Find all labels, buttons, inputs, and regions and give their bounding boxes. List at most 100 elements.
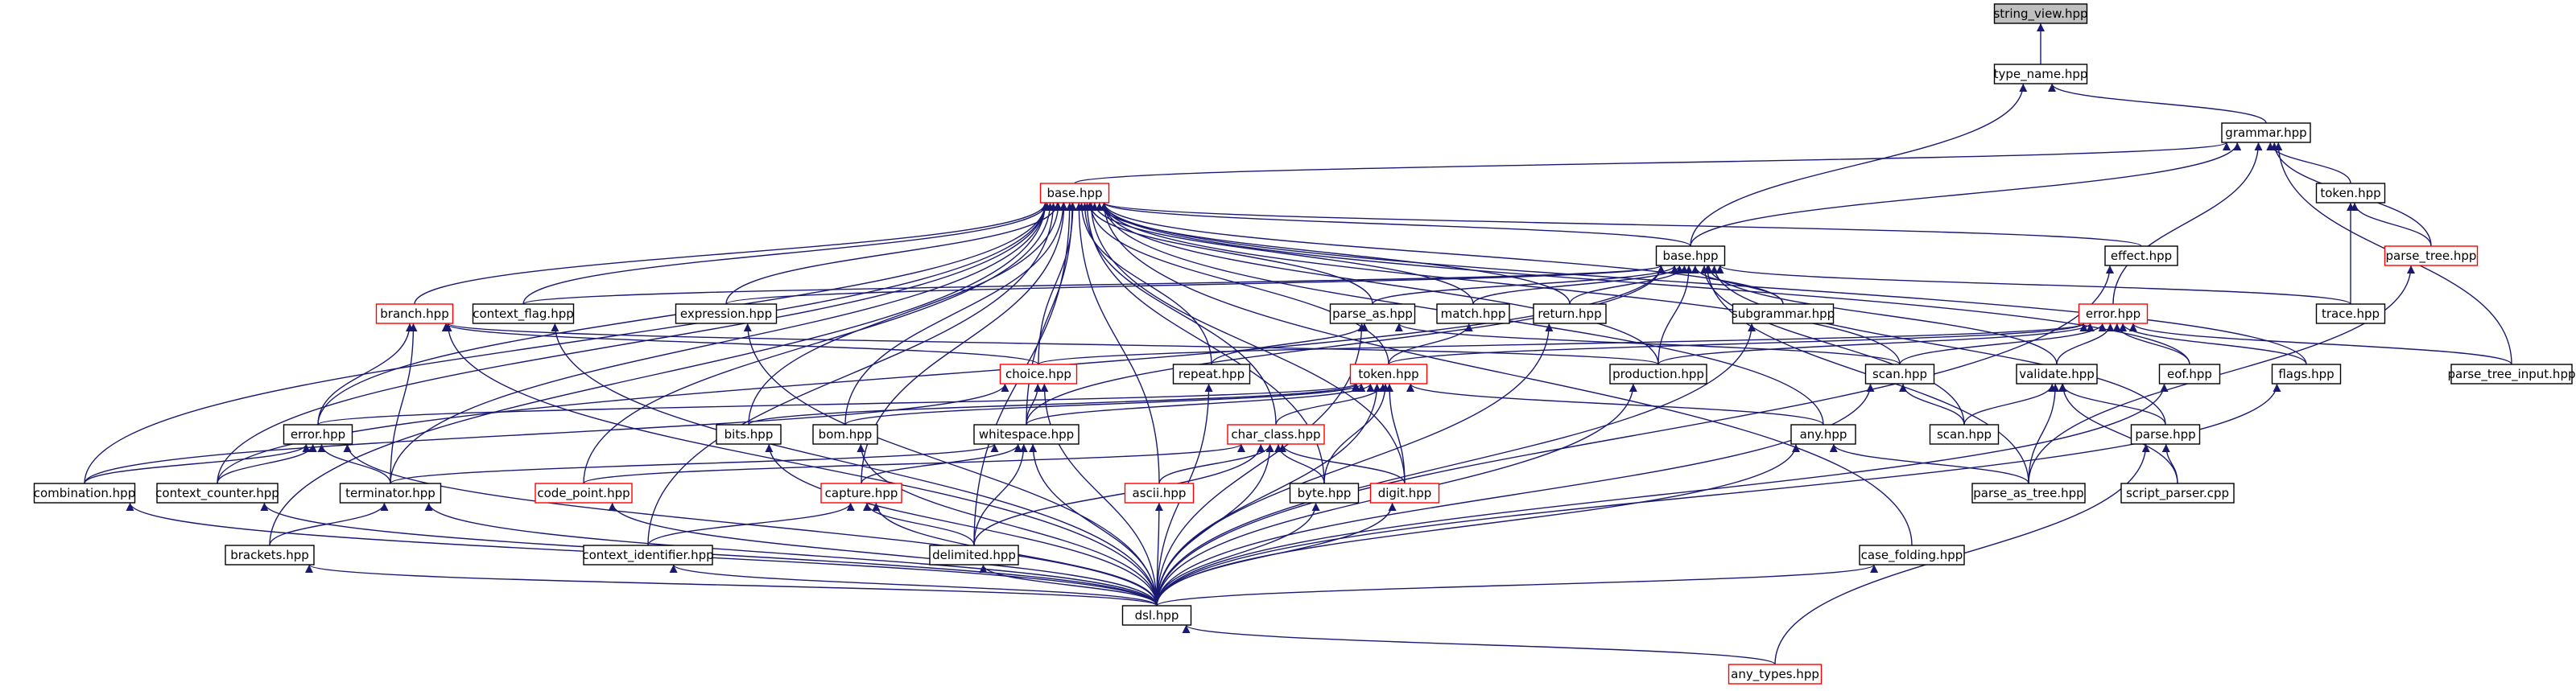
node-case-folding[interactable]: case_folding.hpp — [1859, 545, 1965, 566]
node-box — [2104, 245, 2178, 266]
node-code-point[interactable]: code_point.hpp — [535, 483, 633, 504]
node-parse-tree-input[interactable]: parse_tree_input.hpp — [2447, 364, 2576, 385]
edge-context_flag-to-base_dsl — [522, 202, 1051, 305]
node-flags[interactable]: flags.hpp — [2271, 364, 2342, 385]
node-label: validate.hpp — [2019, 367, 2095, 381]
edge-scan_dsl-to-error — [1899, 323, 2107, 365]
node-box — [33, 483, 136, 504]
node-combination[interactable]: combination.hpp — [33, 483, 136, 504]
node-context-counter[interactable]: context_counter.hpp — [155, 483, 279, 504]
node-byte[interactable]: byte.hpp — [1289, 483, 1360, 504]
node-label: dsl.hpp — [1135, 608, 1179, 623]
node-box — [583, 545, 713, 566]
edge-combination-to-error_dsl — [84, 443, 311, 484]
edge-return-to-base_action — [1569, 265, 1689, 305]
edge-parse-to-base_action — [1710, 265, 2166, 426]
node-base-dsl[interactable]: base.hpp — [1039, 183, 1110, 204]
node-scan-action[interactable]: scan.hpp — [1929, 424, 2000, 445]
edge-char_class-to-token_dsl — [1275, 383, 1387, 426]
node-script-parser[interactable]: script_parser.cpp — [2120, 483, 2235, 504]
node-box — [1790, 424, 1856, 445]
node-label: context_identifier.hpp — [582, 548, 713, 563]
node-parse-as[interactable]: parse_as.hpp — [1329, 303, 1416, 324]
node-terminator[interactable]: terminator.hpp — [339, 483, 442, 504]
edge-combination-to-choice — [84, 383, 1009, 484]
node-string-view[interactable]: string_view.hpp — [1993, 3, 2088, 24]
node-any-types[interactable]: any_types.hpp — [1728, 664, 1823, 685]
node-expression[interactable]: expression.hpp — [675, 303, 778, 324]
edge-case_folding-to-base_dsl — [1100, 202, 1913, 546]
edge-scan_dsl-to-base_dsl — [1100, 202, 1901, 365]
node-match[interactable]: match.hpp — [1436, 303, 1510, 324]
node-box — [1993, 64, 2088, 84]
edge-any-to-token_dsl — [1406, 383, 1824, 426]
node-subgrammar[interactable]: subgrammar.hpp — [1732, 303, 1835, 324]
edge-base_dsl-to-grammar — [1074, 142, 2231, 184]
node-scan-dsl[interactable]: scan.hpp — [1864, 364, 1935, 385]
node-branch[interactable]: branch.hpp — [375, 303, 454, 324]
edge-bom-to-base_dsl — [844, 202, 1067, 426]
node-bits[interactable]: bits.hpp — [716, 424, 782, 445]
node-capture[interactable]: capture.hpp — [820, 483, 902, 504]
edge-byte-to-token_dsl — [1323, 383, 1389, 484]
node-delimited[interactable]: delimited.hpp — [929, 545, 1019, 566]
edge-validate-to-base_action — [1704, 265, 2058, 365]
edge-token_dsl-to-match — [1388, 323, 1473, 365]
node-any[interactable]: any.hpp — [1790, 424, 1856, 445]
node-grammar[interactable]: grammar.hpp — [2221, 122, 2311, 143]
node-error-dsl[interactable]: error.hpp — [283, 424, 353, 445]
node-return[interactable]: return.hpp — [1533, 303, 1607, 324]
node-choice[interactable]: choice.hpp — [999, 364, 1078, 385]
node-label: ascii.hpp — [1133, 486, 1187, 500]
edge-production-to-branch — [444, 323, 1659, 365]
node-error[interactable]: error.hpp — [2078, 303, 2149, 324]
edge-delimited-to-capture — [863, 502, 975, 546]
edge-code_point-to-char_class — [583, 443, 1245, 484]
node-box — [225, 545, 315, 566]
node-char-class[interactable]: char_class.hpp — [1227, 424, 1325, 445]
node-label: bom.hpp — [819, 427, 873, 442]
node-label: combination.hpp — [34, 486, 135, 500]
edge-dsl-to-eof — [1156, 383, 2169, 607]
edge-production-to-base_action — [1657, 265, 1693, 365]
node-box — [1436, 303, 1510, 324]
node-parse-as-tree[interactable]: parse_as_tree.hpp — [1971, 483, 2086, 504]
node-token-h[interactable]: token.hpp — [2315, 183, 2386, 204]
node-box — [2315, 303, 2386, 324]
edge-validate-to-error — [2056, 323, 2115, 365]
node-repeat[interactable]: repeat.hpp — [1172, 364, 1251, 385]
node-validate[interactable]: validate.hpp — [2016, 364, 2098, 385]
node-box — [535, 483, 633, 504]
node-type-name[interactable]: type_name.hpp — [1994, 64, 2088, 84]
node-box — [1533, 303, 1607, 324]
node-context-flag[interactable]: context_flag.hpp — [472, 303, 575, 324]
node-parse[interactable]: parse.hpp — [2130, 424, 2201, 445]
node-parse-tree[interactable]: parse_tree.hpp — [2384, 245, 2479, 266]
node-box — [820, 483, 902, 504]
edge-dsl-to-flags — [1156, 383, 2281, 607]
edge-dsl-to-whitespace — [1029, 443, 1158, 607]
node-dsl[interactable]: dsl.hpp — [1121, 605, 1192, 626]
edge-base_action-to-base_dsl — [1100, 202, 1691, 247]
node-context-identifier[interactable]: context_identifier.hpp — [582, 545, 714, 566]
node-trace[interactable]: trace.hpp — [2315, 303, 2386, 324]
node-digit[interactable]: digit.hpp — [1369, 483, 1440, 504]
node-brackets[interactable]: brackets.hpp — [225, 545, 315, 566]
node-whitespace[interactable]: whitespace.hpp — [973, 424, 1080, 445]
node-base-action[interactable]: base.hpp — [1655, 245, 1726, 266]
node-box — [1728, 664, 1823, 685]
node-label: whitespace.hpp — [979, 427, 1074, 442]
node-box — [1864, 364, 1935, 385]
node-token-dsl[interactable]: token.hpp — [1349, 364, 1428, 385]
edge-choice-to-branch — [442, 323, 1039, 365]
node-label: capture.hpp — [825, 486, 898, 500]
edge-dsl-to-terminator — [424, 502, 1158, 607]
node-box — [973, 424, 1080, 445]
node-label: digit.hpp — [1378, 486, 1432, 500]
node-production[interactable]: production.hpp — [1609, 364, 1707, 385]
node-eof[interactable]: eof.hpp — [2158, 364, 2221, 385]
node-bom[interactable]: bom.hpp — [812, 424, 878, 445]
node-ascii[interactable]: ascii.hpp — [1124, 483, 1195, 504]
node-effect[interactable]: effect.hpp — [2104, 245, 2178, 266]
node-box — [472, 303, 575, 324]
